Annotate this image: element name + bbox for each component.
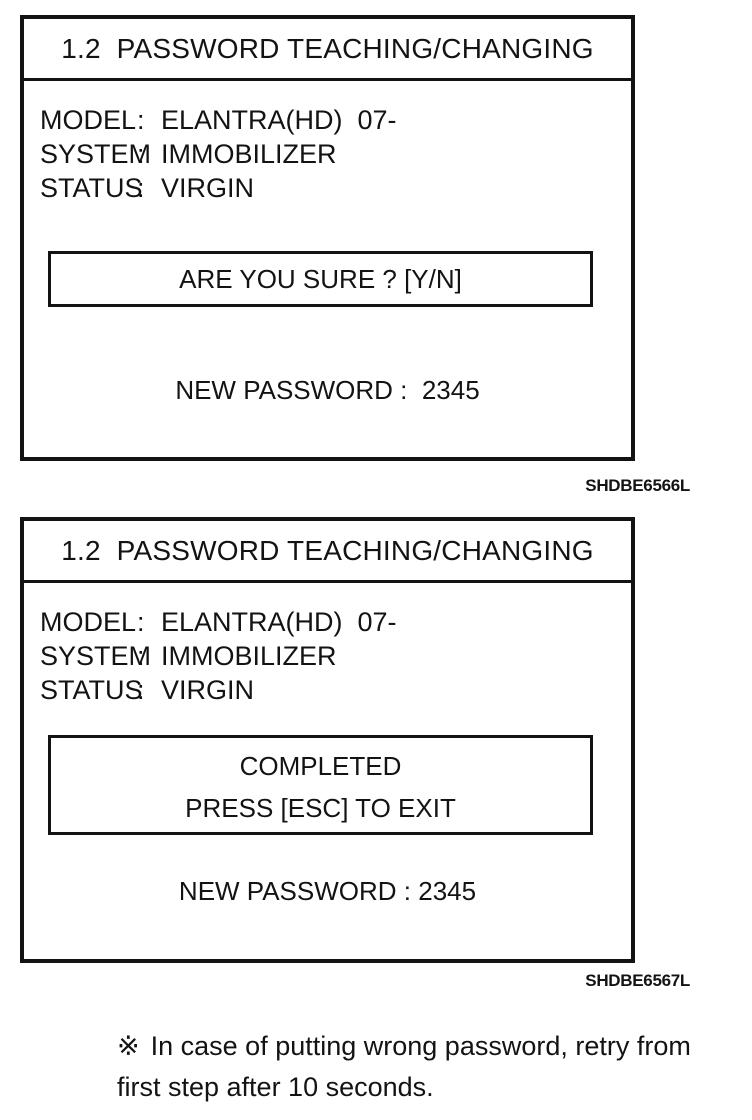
field-value: ELANTRA(HD) 07-	[161, 105, 397, 135]
confirm-prompt-box: ARE YOU SURE ? [Y/N]	[48, 251, 593, 307]
vehicle-info-fields: MODEL : ELANTRA(HD) 07- SYSTEM : IMMOBIL…	[40, 103, 631, 205]
field-row-model: MODEL : ELANTRA(HD) 07-	[40, 605, 631, 639]
field-label: MODEL	[40, 607, 137, 637]
screen-title: 1.2 PASSWORD TEACHING/CHANGING	[61, 32, 594, 64]
screen-title-bar: 1.2 PASSWORD TEACHING/CHANGING	[24, 521, 631, 583]
field-colon: :	[137, 173, 145, 203]
completed-prompt-box: COMPLETED PRESS [ESC] TO EXIT	[48, 735, 593, 835]
screen-title: 1.2 PASSWORD TEACHING/CHANGING	[61, 534, 594, 566]
field-value: IMMOBILIZER	[161, 641, 337, 671]
figure-code-label: SHDBE6566L	[585, 476, 690, 495]
footnote-line-1: ※ In case of putting wrong password, retr…	[117, 1026, 727, 1067]
field-label: STATUS	[40, 675, 143, 705]
prompt-message: COMPLETED	[239, 751, 402, 781]
field-colon: :	[137, 607, 145, 637]
screen-title-bar: 1.2 PASSWORD TEACHING/CHANGING	[24, 19, 631, 81]
new-password-readout: NEW PASSWORD : 2345	[175, 375, 480, 405]
field-row-system: SYSTEM : IMMOBILIZER	[40, 137, 631, 171]
vehicle-info-fields: MODEL : ELANTRA(HD) 07- SYSTEM : IMMOBIL…	[40, 605, 631, 707]
field-row-model: MODEL : ELANTRA(HD) 07-	[40, 103, 631, 137]
footnote-text: In case of putting wrong password, retry…	[150, 1031, 691, 1061]
field-value: VIRGIN	[161, 675, 255, 705]
field-row-system: SYSTEM : IMMOBILIZER	[40, 639, 631, 673]
prompt-message: PRESS [ESC] TO EXIT	[185, 793, 456, 823]
field-colon: :	[137, 641, 145, 671]
field-label: STATUS	[40, 173, 143, 203]
footnote: ※ In case of putting wrong password, retr…	[117, 1026, 727, 1108]
field-row-status: STATUS : VIRGIN	[40, 673, 631, 707]
reference-mark-icon: ※	[117, 1031, 140, 1061]
field-value: ELANTRA(HD) 07-	[161, 607, 397, 637]
footnote-line-2: first step after 10 seconds.	[117, 1072, 434, 1102]
field-row-status: STATUS : VIRGIN	[40, 171, 631, 205]
field-label: SYSTEM	[40, 641, 152, 671]
field-colon: :	[137, 105, 145, 135]
scan-tool-screen-completed: 1.2 PASSWORD TEACHING/CHANGING MODEL : E…	[20, 517, 635, 963]
new-password-readout: NEW PASSWORD : 2345	[178, 876, 477, 906]
field-value: IMMOBILIZER	[161, 139, 337, 169]
prompt-message: ARE YOU SURE ? [Y/N]	[179, 264, 462, 294]
field-colon: :	[137, 675, 145, 705]
field-value: VIRGIN	[161, 173, 255, 203]
field-label: SYSTEM	[40, 139, 152, 169]
field-label: MODEL	[40, 105, 137, 135]
scan-tool-screen-confirm: 1.2 PASSWORD TEACHING/CHANGING MODEL : E…	[20, 15, 635, 461]
field-colon: :	[137, 139, 145, 169]
figure-code-label: SHDBE6567L	[585, 971, 690, 990]
